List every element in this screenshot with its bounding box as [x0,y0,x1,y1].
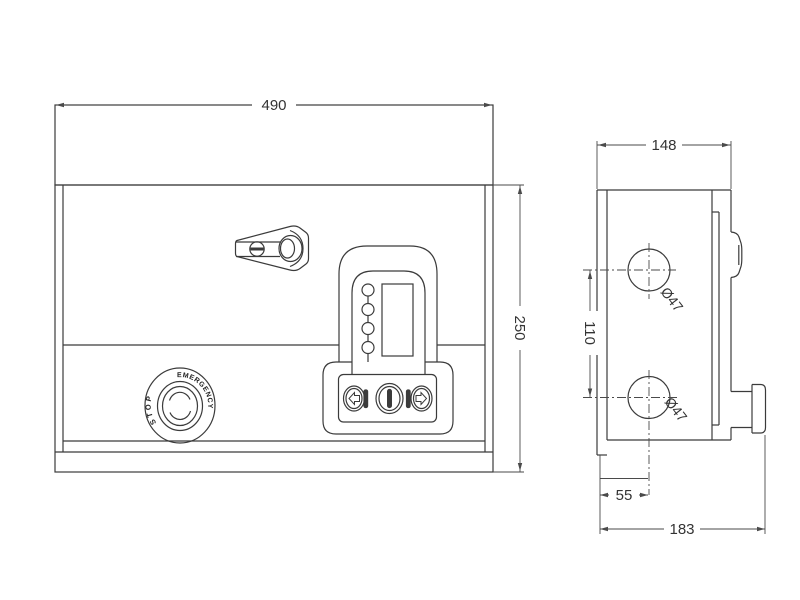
button-panel-outline [337,373,438,423]
dimension-hole-offset: 55 [599,455,648,534]
dimension-front-width: 490 [56,97,492,114]
led-icon [361,302,375,317]
latch [234,225,310,272]
total-depth-label: 183 [669,521,694,538]
control-pod [322,245,454,435]
centerlines [583,243,678,495]
front-dimensions: 490 250 [56,97,529,473]
dimension-side-width: 148 [596,137,732,189]
dimension-total-depth: 183 [600,435,766,538]
led-icon [361,283,375,297]
right-arrow-button [405,385,433,412]
knob [731,383,767,434]
pod-arch-outer [338,245,438,362]
front-lid-outline [54,104,494,186]
side-width-label: 148 [651,137,676,154]
front-width-label: 490 [261,97,286,114]
front-height-label: 250 [511,315,528,340]
left-arrow-icon [348,391,360,406]
front-view: EMERGENCY STOP [54,104,494,473]
estop-emergency-label: EMERGENCY [177,372,213,409]
emergency-stop-button: EMERGENCY STOP [144,367,216,444]
hole-spacing-label: 110 [581,321,598,345]
power-bar-icon [387,388,393,409]
estop-stop-label: STOP [144,393,158,426]
led-indicators [361,283,375,362]
hinge-bump [730,231,743,279]
estop-rotate-arrow-icon [169,410,192,421]
latch-screw-icon [249,241,265,257]
dimension-hole-spacing: 110 [581,270,599,398]
estop-rotate-arrow-icon [168,391,191,401]
led-icon [361,340,375,355]
left-arrow-button [342,385,369,412]
dimension-front-height: 250 [493,184,529,473]
display-window [381,283,414,357]
side-dimensions: 148 110 Ø47 Ø47 55 [581,137,766,538]
side-view [583,189,767,495]
pod-arch-inner [351,270,426,375]
front-body-outline [54,184,494,473]
pod-lower-outline [322,361,454,435]
right-arrow-icon [415,391,428,406]
led-icon [361,321,375,336]
upper-hole-dia-label: Ø47 [658,284,687,315]
hole-offset-label: 55 [616,487,633,504]
center-power-button [375,382,404,415]
